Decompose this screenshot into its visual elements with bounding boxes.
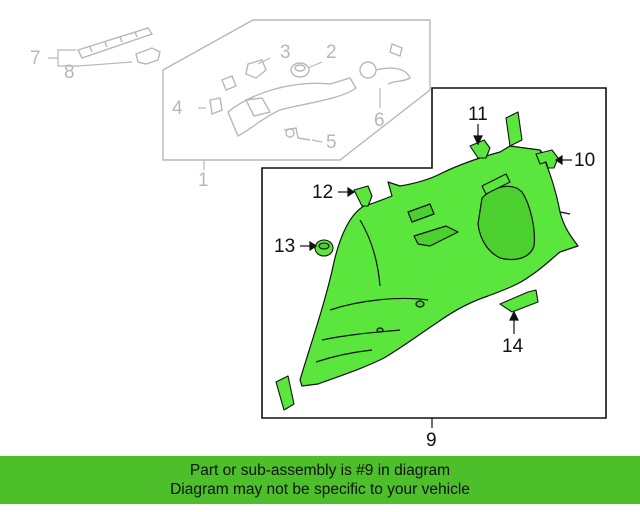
info-banner: Part or sub-assembly is #9 in diagram Di… <box>0 456 640 504</box>
ghost-frame <box>162 19 431 161</box>
callout-3: 3 <box>280 42 291 63</box>
part-14 <box>499 289 539 313</box>
banner-line-2: Diagram may not be specific to your vehi… <box>170 481 470 498</box>
ghost-callouts: 7 8 3 2 4 6 5 1 <box>30 42 385 191</box>
assembly-frame <box>261 87 607 419</box>
panel-recess-right <box>477 185 535 261</box>
callout-8: 8 <box>64 62 75 83</box>
callout-10: 10 <box>574 150 595 171</box>
callout-11: 11 <box>468 104 488 125</box>
part-11 <box>469 139 491 159</box>
ghost-trim-panel <box>227 77 357 137</box>
part-10 <box>535 149 559 169</box>
callout-12: 12 <box>312 182 333 203</box>
callout-9: 9 <box>426 430 437 451</box>
ghost-part-3 <box>245 59 267 79</box>
callout-2: 2 <box>326 42 337 63</box>
panel-body <box>299 145 579 387</box>
panel-pocket <box>413 225 459 247</box>
part-11-strip <box>505 111 523 147</box>
callout-5: 5 <box>326 132 337 153</box>
panel-hole <box>415 300 425 308</box>
callout-4: 4 <box>172 98 183 119</box>
callouts: 11 10 12 13 14 9 <box>274 104 595 451</box>
ghost-assembly <box>77 19 431 161</box>
ghost-part-8 <box>135 47 161 65</box>
panel-bracket <box>481 173 511 195</box>
part-bracket-left <box>275 375 295 411</box>
ghost-part-7-rib <box>89 31 138 53</box>
panel-vent <box>407 203 435 223</box>
ghost-leaders <box>48 49 381 170</box>
callout-6: 6 <box>374 110 385 131</box>
banner-line-1: Part or sub-assembly is #9 in diagram <box>189 462 451 479</box>
leaders <box>300 124 572 428</box>
part-12 <box>353 185 373 207</box>
callout-13: 13 <box>274 236 295 257</box>
ghost-part-6 <box>359 61 377 79</box>
ghost-part-7 <box>77 27 154 59</box>
parts-diagram: 7 8 3 2 4 6 5 1 <box>30 19 607 451</box>
ghost-part-2 <box>290 62 310 78</box>
callout-1: 1 <box>198 170 209 191</box>
quarter-trim-panel <box>299 145 579 387</box>
clip-parts <box>275 111 559 411</box>
callout-14: 14 <box>502 336 524 357</box>
callout-7: 7 <box>30 48 41 69</box>
